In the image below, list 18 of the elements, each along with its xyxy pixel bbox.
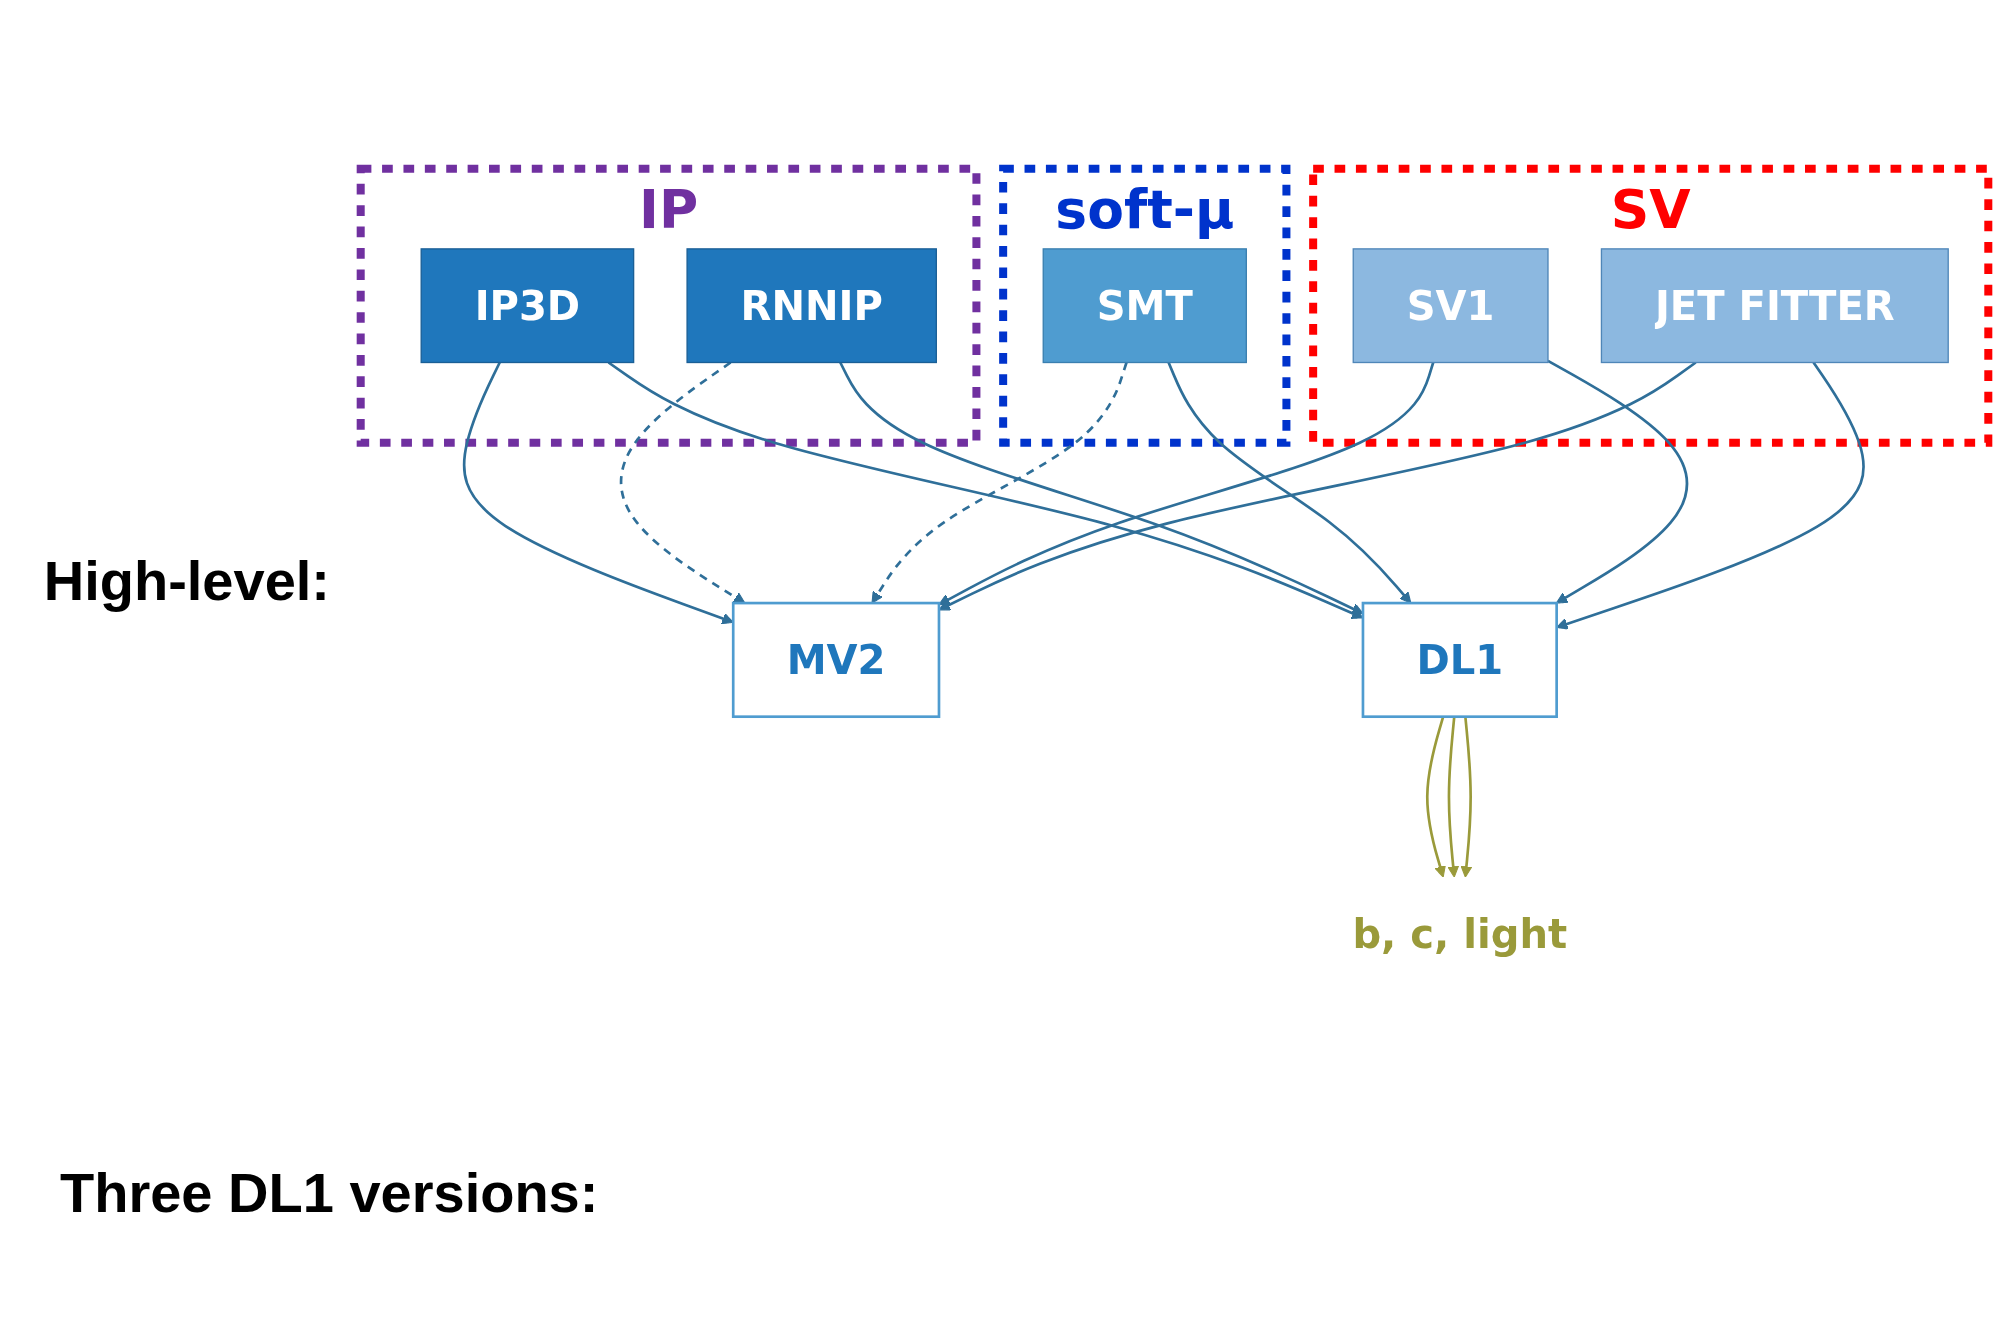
node-box: RNNIP bbox=[686, 248, 937, 364]
arrow bbox=[1556, 362, 1865, 630]
arrow bbox=[1167, 362, 1412, 604]
text-label: Three DL1 versions: bbox=[60, 1160, 600, 1225]
node-box: SV1 bbox=[1352, 248, 1549, 364]
text-label: High-level: bbox=[43, 547, 330, 613]
arrow bbox=[938, 361, 1697, 611]
node-box: MV2 bbox=[731, 602, 941, 719]
node-box: JET FITTER bbox=[1600, 248, 1949, 364]
node-box: DL1 bbox=[1361, 602, 1558, 719]
node-box: SMT bbox=[1042, 248, 1247, 364]
node-text: b, c, light bbox=[1352, 910, 1568, 958]
arrow bbox=[462, 362, 734, 625]
arrow bbox=[1547, 359, 1689, 604]
node-box: IP3D bbox=[420, 248, 635, 364]
arrow bbox=[871, 362, 1128, 604]
arrow bbox=[938, 362, 1435, 606]
arrow bbox=[619, 361, 746, 604]
